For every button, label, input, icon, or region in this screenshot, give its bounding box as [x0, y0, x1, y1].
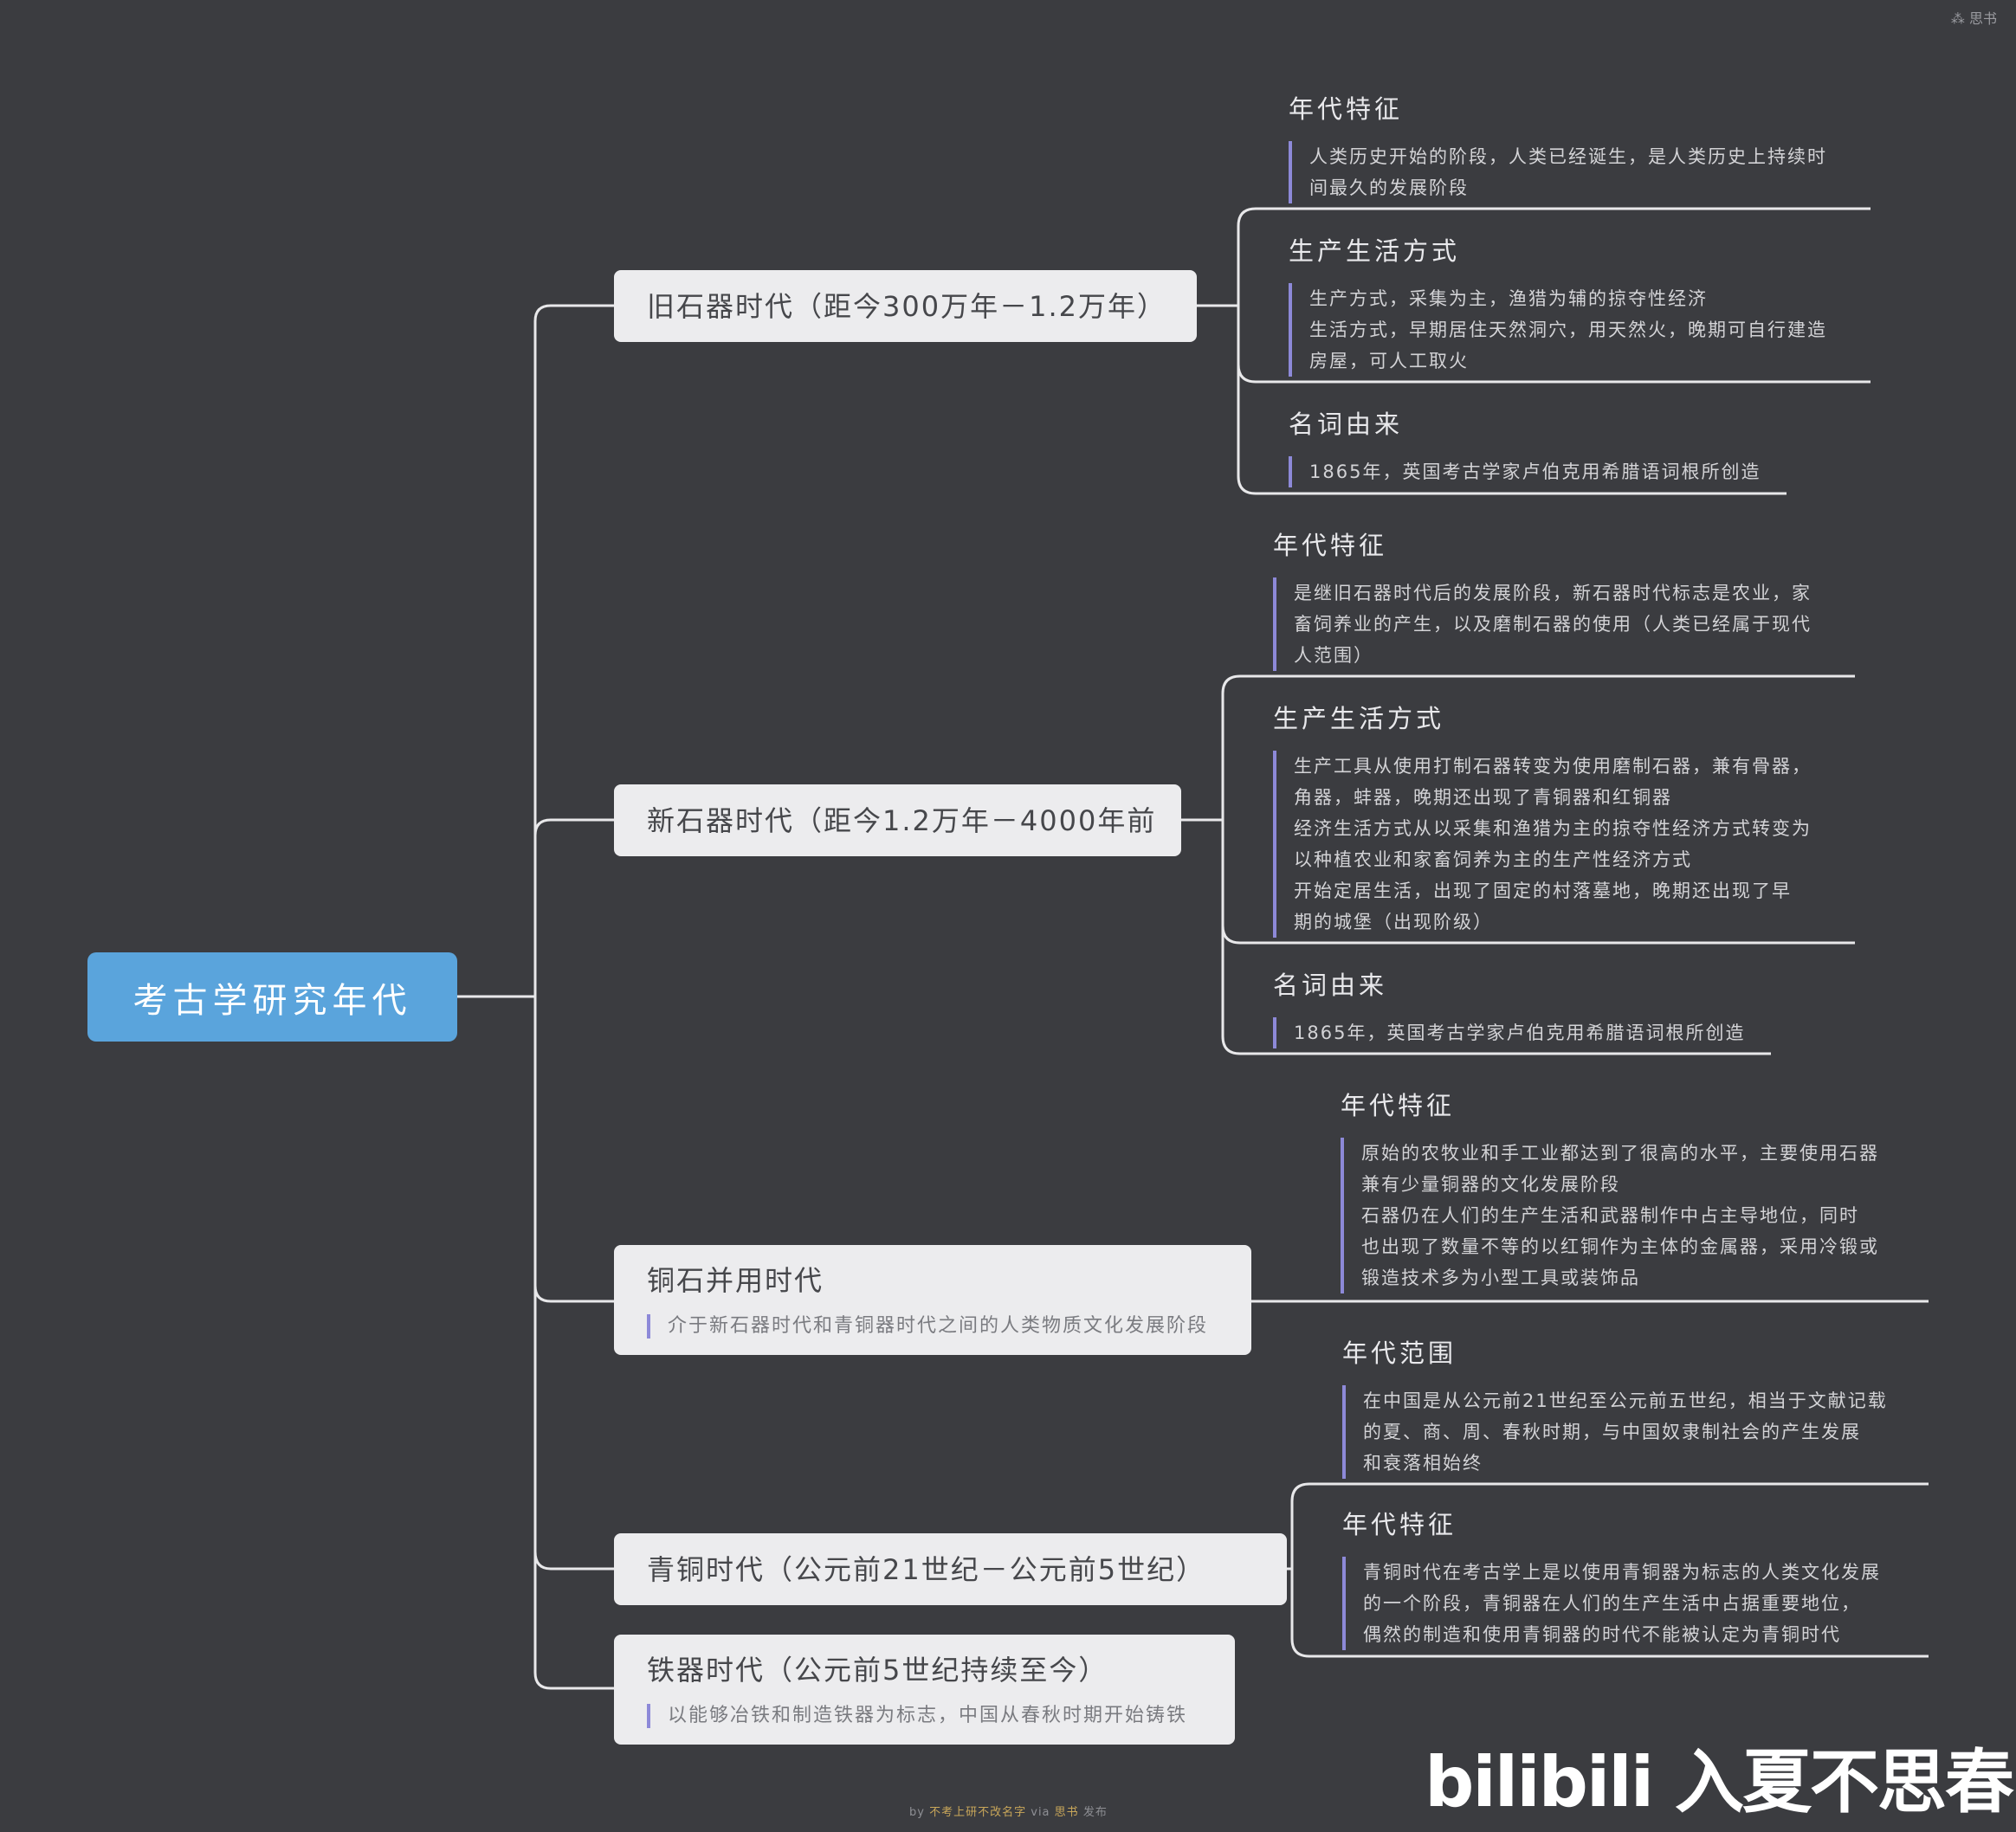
topic-label: 年代特征	[1341, 1091, 1456, 1120]
topic-label: 年代特征	[1273, 531, 1388, 560]
note-line: 房屋，可人工取火	[1309, 351, 1469, 371]
note-line: 经济生活方式从以采集和渔猎为主的掠夺性经济方式转变为	[1294, 818, 1812, 839]
note-line: 在中国是从公元前21世纪至公元前五世纪，相当于文献记载	[1363, 1390, 1888, 1411]
branch-title: 旧石器时代（距今300万年－1.2万年）	[647, 289, 1166, 323]
branch-note: 以能够冶铁和制造铁器为标志，中国从春秋时期开始铸铁	[647, 1704, 1235, 1728]
topic-note: 生产工具从使用打制石器转变为使用磨制石器，兼有骨器， 角器，蚌器，晚期还出现了青…	[1273, 751, 1812, 938]
note-line: 角器，蚌器，晚期还出现了青铜器和红铜器	[1294, 787, 1672, 808]
mindmap-logo-icon: ⁂	[1950, 10, 1965, 27]
topic-paleolithic-features[interactable]: 年代特征 人类历史开始的阶段，人类已经诞生，是人类历史上持续时 间最久的发展阶段	[1289, 94, 1827, 203]
root-topic-label: 考古学研究年代	[132, 980, 412, 1021]
note-line: 兼有少量铜器的文化发展阶段	[1361, 1174, 1620, 1195]
topic-note: 是继旧石器时代后的发展阶段，新石器时代标志是农业，家 畜饲养业的产生，以及磨制石…	[1273, 577, 1812, 671]
topic-note: 原始的农牧业和手工业都达到了很高的水平，主要使用石器 兼有少量铜器的文化发展阶段…	[1341, 1138, 1879, 1293]
topic-bronze-age-range[interactable]: 年代范围 在中国是从公元前21世纪至公元前五世纪，相当于文献记载 的夏、商、周、…	[1342, 1339, 1888, 1479]
topic-note: 青铜时代在考古学上是以使用青铜器为标志的人类文化发展 的一个阶段，青铜器在人们的…	[1342, 1557, 1881, 1650]
topic-label: 年代范围	[1342, 1339, 1457, 1368]
logo-text: 思书	[1968, 10, 1997, 27]
root-topic[interactable]: 考古学研究年代	[87, 952, 457, 1042]
topic-note: 生产方式，采集为主，渔猎为辅的掠夺性经济 生活方式，早期居住天然洞穴，用天然火，…	[1289, 283, 1827, 377]
topic-paleolithic-lifestyle[interactable]: 生产生活方式 生产方式，采集为主，渔猎为辅的掠夺性经济 生活方式，早期居住天然洞…	[1289, 236, 1827, 377]
note-line: 畜饲养业的产生，以及磨制石器的使用（人类已经属于现代	[1294, 614, 1812, 635]
note-line: 1865年，英国考古学家卢伯克用希腊语词根所创造	[1294, 1022, 1746, 1043]
note-line: 期的城堡（出现阶级）	[1294, 912, 1493, 932]
footer-author: 不考上研不改名字	[929, 1806, 1027, 1819]
branch-title: 青铜时代（公元前21世纪－公元前5世纪）	[647, 1552, 1206, 1586]
topic-label: 年代特征	[1342, 1510, 1457, 1539]
note-line: 生活方式，早期居住天然洞穴，用天然火，晚期可自行建造	[1309, 319, 1827, 340]
topic-label: 名词由来	[1289, 410, 1404, 439]
branch-title: 新石器时代（距今1.2万年－4000年前	[647, 803, 1157, 837]
topic-note: 人类历史开始的阶段，人类已经诞生，是人类历史上持续时 间最久的发展阶段	[1289, 141, 1827, 203]
note-line: 是继旧石器时代后的发展阶段，新石器时代标志是农业，家	[1294, 583, 1812, 603]
branch-neolithic[interactable]: 新石器时代（距今1.2万年－4000年前	[614, 784, 1181, 856]
topic-neolithic-features[interactable]: 年代特征 是继旧石器时代后的发展阶段，新石器时代标志是农业，家 畜饲养业的产生，…	[1273, 531, 1812, 671]
topic-neolithic-lifestyle[interactable]: 生产生活方式 生产工具从使用打制石器转变为使用磨制石器，兼有骨器， 角器，蚌器，…	[1273, 704, 1812, 938]
note-line: 和衰落相始终	[1363, 1453, 1483, 1474]
topic-paleolithic-term-origin[interactable]: 名词由来 1865年，英国考古学家卢伯克用希腊语词根所创造	[1289, 410, 1761, 487]
note-line: 人类历史开始的阶段，人类已经诞生，是人类历史上持续时	[1309, 146, 1827, 167]
branch-iron-age[interactable]: 铁器时代（公元前5世纪持续至今） 以能够冶铁和制造铁器为标志，中国从春秋时期开始…	[614, 1635, 1235, 1745]
bilibili-watermark: bilibili 入夏不思春	[1425, 1742, 2014, 1822]
topic-label: 生产生活方式	[1289, 236, 1461, 266]
note-line: 开始定居生活，出现了固定的村落墓地，晚期还出现了早	[1294, 881, 1792, 901]
branch-title: 铜石并用时代	[647, 1264, 824, 1297]
note-line: 也出现了数量不等的以红铜作为主体的金属器，采用冷锻或	[1361, 1236, 1879, 1257]
note-line: 生产方式，采集为主，渔猎为辅的掠夺性经济	[1309, 288, 1708, 309]
branch-title: 铁器时代（公元前5世纪持续至今）	[647, 1654, 1108, 1687]
topic-label: 生产生活方式	[1273, 704, 1445, 733]
note-line: 1865年，英国考古学家卢伯克用希腊语词根所创造	[1309, 461, 1761, 482]
note-line: 间最久的发展阶段	[1309, 177, 1469, 198]
note-line: 的一个阶段，青铜器在人们的生产生活中占据重要地位，	[1363, 1593, 1861, 1614]
note-line: 偶然的制造和使用青铜器的时代不能被认定为青铜时代	[1363, 1624, 1841, 1645]
note-line: 以种植农业和家畜饲养为主的生产性经济方式	[1294, 849, 1692, 870]
topic-neolithic-term-origin[interactable]: 名词由来 1865年，英国考古学家卢伯克用希腊语词根所创造	[1273, 971, 1745, 1048]
app-logo: ⁂ 思书	[1951, 7, 1997, 28]
note-line: 原始的农牧业和手工业都达到了很高的水平，主要使用石器	[1361, 1143, 1879, 1164]
footer-suffix: 发布	[1082, 1806, 1108, 1819]
topic-note: 1865年，英国考古学家卢伯克用希腊语词根所创造	[1289, 456, 1761, 487]
footer-via: via	[1031, 1806, 1050, 1819]
branch-chalcolithic[interactable]: 铜石并用时代 介于新石器时代和青铜器时代之间的人类物质文化发展阶段	[614, 1245, 1251, 1355]
topic-note: 在中国是从公元前21世纪至公元前五世纪，相当于文献记载 的夏、商、周、春秋时期，…	[1342, 1385, 1888, 1479]
note-line: 青铜时代在考古学上是以使用青铜器为标志的人类文化发展	[1363, 1562, 1881, 1583]
note-line: 生产工具从使用打制石器转变为使用磨制石器，兼有骨器，	[1294, 756, 1812, 777]
topic-note: 1865年，英国考古学家卢伯克用希腊语词根所创造	[1273, 1017, 1745, 1048]
note-line: 人范围）	[1294, 645, 1373, 666]
footer-credit: by 不考上研不改名字 via 思书 发布	[909, 1803, 1108, 1819]
note-line: 锻造技术多为小型工具或装饰品	[1361, 1268, 1640, 1288]
topic-bronze-age-features[interactable]: 年代特征 青铜时代在考古学上是以使用青铜器为标志的人类文化发展 的一个阶段，青铜…	[1342, 1510, 1881, 1650]
footer-brand: 思书	[1054, 1806, 1079, 1819]
topic-label: 年代特征	[1289, 94, 1404, 124]
topic-chalcolithic-features[interactable]: 年代特征 原始的农牧业和手工业都达到了很高的水平，主要使用石器 兼有少量铜器的文…	[1341, 1091, 1879, 1293]
branch-note: 介于新石器时代和青铜器时代之间的人类物质文化发展阶段	[647, 1314, 1251, 1339]
footer-prefix: by	[909, 1806, 925, 1819]
topic-label: 名词由来	[1273, 971, 1388, 1000]
branch-paleolithic[interactable]: 旧石器时代（距今300万年－1.2万年）	[614, 270, 1197, 342]
branch-bronze-age[interactable]: 青铜时代（公元前21世纪－公元前5世纪）	[614, 1533, 1287, 1605]
note-line: 石器仍在人们的生产生活和武器制作中占主导地位，同时	[1361, 1205, 1859, 1226]
note-line: 的夏、商、周、春秋时期，与中国奴隶制社会的产生发展	[1363, 1422, 1861, 1442]
